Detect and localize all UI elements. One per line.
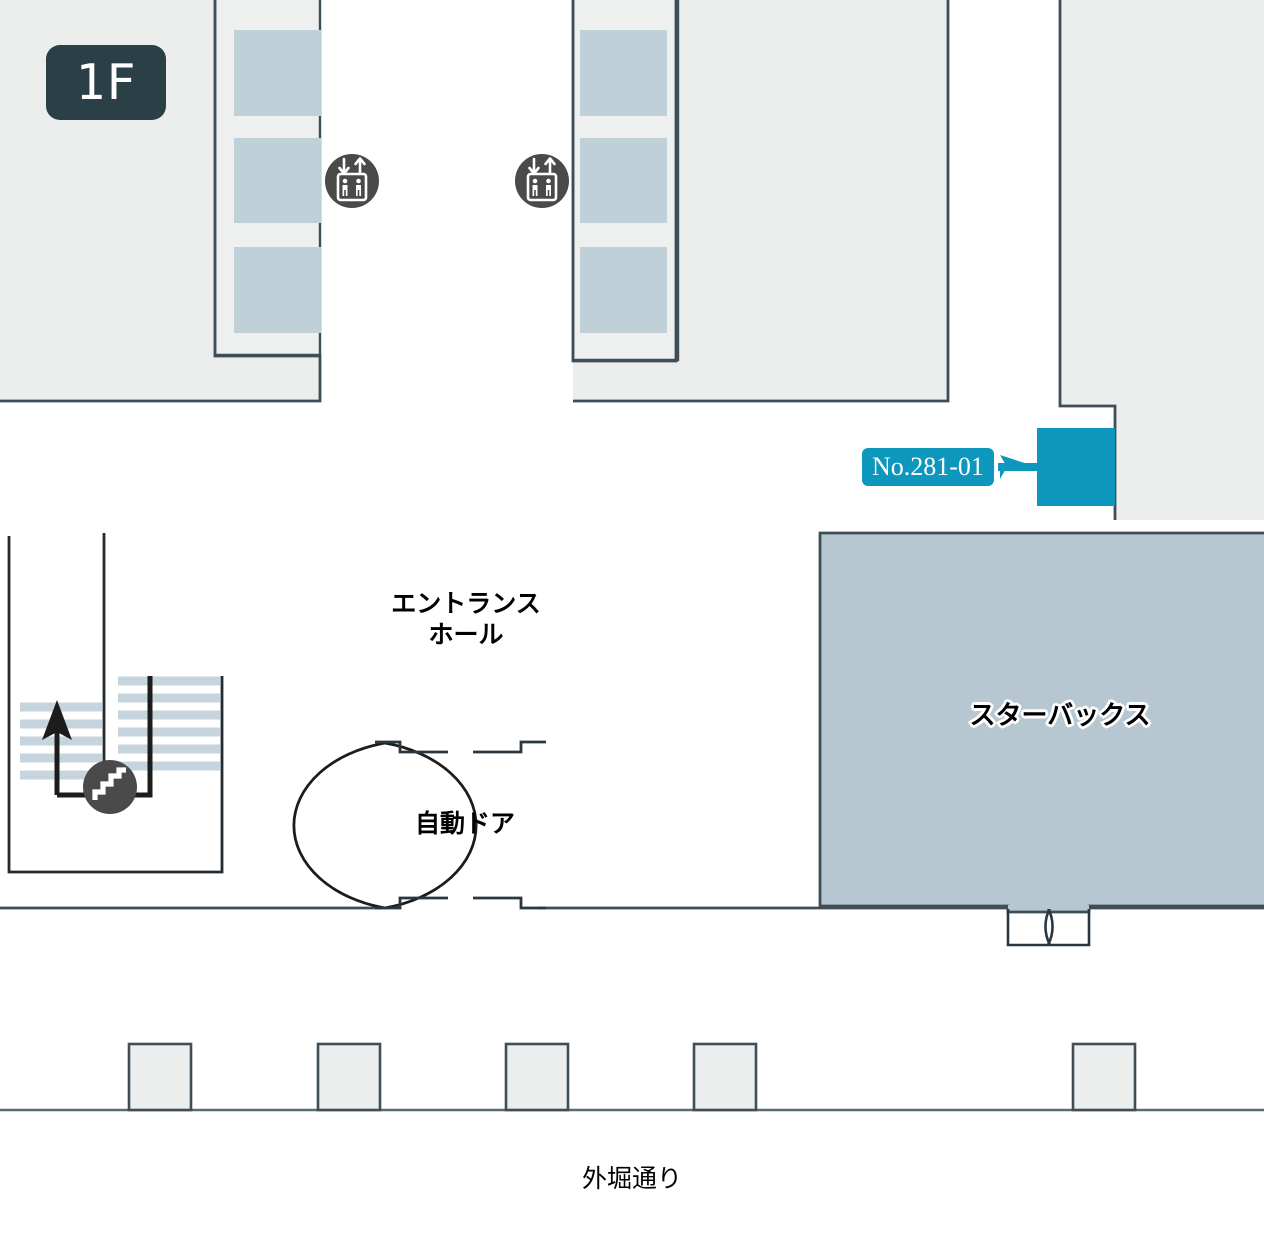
tenant-entrance-door <box>1006 907 1091 947</box>
label-entrance-hall-line1: エントランス <box>391 589 541 618</box>
label-automatic-door: 自動ドア <box>414 809 515 838</box>
escalator-direction-arrow <box>42 700 72 795</box>
wall-middle-mass <box>571 0 678 363</box>
escalator-assembly <box>7 533 224 874</box>
building-block-middle <box>573 0 948 402</box>
floor-badge[interactable]: 1F <box>46 45 166 120</box>
escalator-icon[interactable] <box>83 760 137 814</box>
elevator-car <box>580 30 667 116</box>
location-callout[interactable]: No.281-01 <box>862 448 994 486</box>
label-starbucks: スターバックス <box>968 699 1153 733</box>
elevator-cars <box>234 30 667 333</box>
escalator-run-right <box>118 676 220 771</box>
elevator-icon-right[interactable] <box>515 154 569 208</box>
wall-left-mass <box>0 0 322 403</box>
elevator-car <box>234 247 321 333</box>
elevator-icon-left[interactable] <box>325 154 379 208</box>
location-marker-box[interactable] <box>1037 428 1115 506</box>
label-entrance-hall-line2: ホール <box>428 620 504 650</box>
label-entrance-hall: エントランス ホール <box>381 588 551 651</box>
sidewalk-pillar <box>1071 1042 1137 1112</box>
sidewalk-pillar <box>127 1042 193 1112</box>
elevator-car <box>580 247 667 333</box>
sidewalk-pillar <box>692 1042 758 1112</box>
tenant-starbucks[interactable] <box>818 531 1264 947</box>
sidewalk-pillar <box>316 1042 382 1112</box>
street-area <box>0 1042 1264 1112</box>
label-street: 外堀通り <box>581 1164 682 1193</box>
sidewalk-pillar <box>504 1042 570 1112</box>
elevator-car <box>580 138 667 223</box>
callout-connector <box>998 463 1040 471</box>
wall-middle-mass-bottom <box>573 0 950 403</box>
elevator-car <box>234 138 321 223</box>
stairwell-outline <box>7 536 224 874</box>
elevator-car <box>234 30 321 116</box>
sidewalk-pillars <box>127 1042 1137 1112</box>
automatic-door[interactable] <box>292 740 546 910</box>
location-callout-label: No.281-01 <box>872 452 984 481</box>
building-block-right <box>1060 0 1264 520</box>
